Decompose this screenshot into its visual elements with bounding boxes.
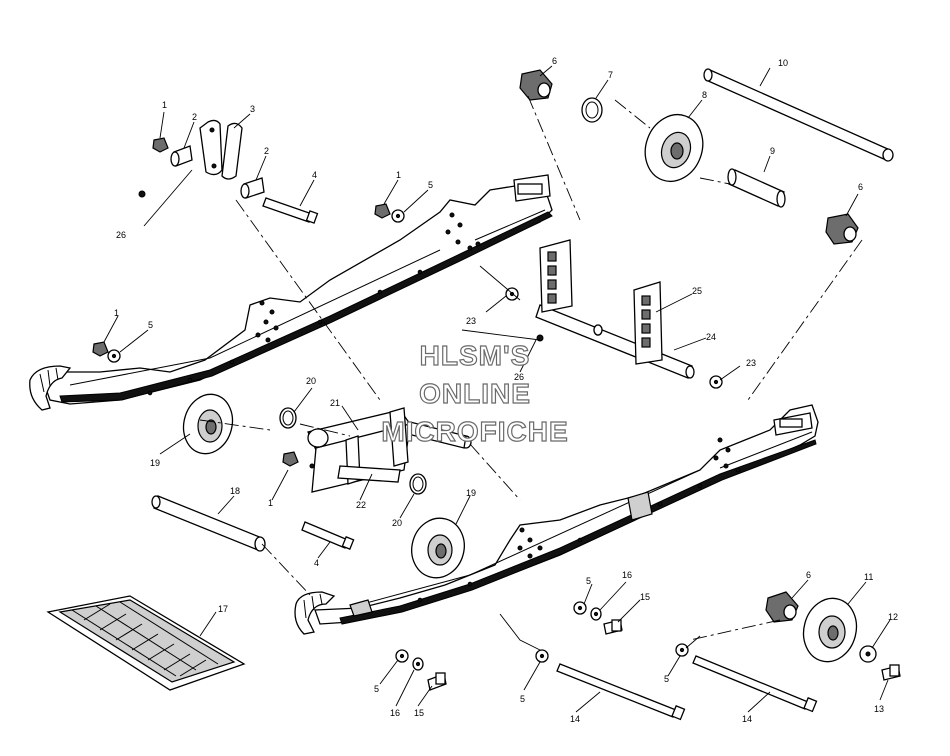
spacer-9: [727, 168, 786, 208]
callout-1c: 1: [114, 308, 119, 318]
callout-5c: 5: [586, 576, 591, 586]
callout-21: 21: [330, 398, 340, 408]
washers: [107, 97, 877, 671]
callout-9: 9: [770, 146, 775, 156]
callout-15b: 15: [414, 708, 424, 718]
callout-25: 25: [692, 286, 702, 296]
bushing-2-lower: [240, 177, 265, 199]
callout-5f: 5: [664, 674, 669, 684]
callout-19a: 19: [150, 458, 160, 468]
callout-6c: 6: [806, 570, 811, 580]
leader-lines: [103, 65, 891, 713]
callout-2a: 2: [192, 112, 197, 122]
center-arm-21-22: [307, 407, 472, 493]
left-rail: [29, 174, 553, 411]
callout-20b: 20: [392, 518, 402, 528]
callout-24: 24: [706, 332, 716, 342]
track-17: [46, 595, 246, 691]
callout-19b: 19: [466, 488, 476, 498]
small-nuts: [92, 137, 544, 467]
bolt-14-left: [556, 663, 686, 721]
callout-26b: 26: [514, 372, 524, 382]
callout-1d: 1: [268, 498, 273, 508]
callout-5a: 5: [428, 180, 433, 190]
callout-17: 17: [218, 604, 228, 614]
callout-12: 12: [888, 612, 898, 622]
callout-6b: 6: [858, 182, 863, 192]
callout-18: 18: [230, 486, 240, 496]
callout-1a: 1: [162, 100, 167, 110]
cross-shaft-24: [535, 239, 695, 379]
callout-20a: 20: [306, 376, 316, 386]
callout-6a: 6: [552, 56, 557, 66]
callout-5b: 5: [148, 320, 153, 330]
callout-13: 13: [874, 704, 884, 714]
bolts-13-15: [427, 619, 901, 691]
nut-6-right: [825, 213, 859, 245]
wheel-19-lower: [411, 517, 465, 579]
callout-4b: 4: [314, 558, 319, 568]
callout-2b: 2: [264, 146, 269, 156]
callout-10: 10: [778, 58, 788, 68]
callout-11: 11: [864, 572, 873, 582]
watermark-line-1: HLSM'S: [419, 339, 531, 371]
wheel-8: [644, 113, 704, 183]
wheel-11: [802, 597, 858, 663]
callout-26a: 26: [116, 230, 126, 240]
wheel-19-upper: [182, 393, 234, 455]
watermark-line-3: MICROFICHE: [381, 415, 569, 447]
shaft-18: [151, 495, 266, 552]
callout-3: 3: [250, 104, 255, 114]
nut-6-lower: [765, 591, 799, 623]
callout-8: 8: [702, 90, 707, 100]
callout-14a: 14: [570, 714, 580, 724]
bolt-14-right: [692, 655, 818, 713]
bushing-2-upper: [170, 145, 193, 167]
shaft-10: [703, 68, 894, 162]
assembly-lines: [199, 95, 863, 641]
callout-5e: 5: [520, 694, 525, 704]
callout-1b: 1: [396, 170, 401, 180]
callout-15a: 15: [640, 592, 650, 602]
nut-6-top: [519, 69, 553, 101]
callout-23a: 23: [466, 316, 476, 326]
watermark-line-2: ONLINE: [419, 377, 531, 409]
callout-4a: 4: [312, 170, 317, 180]
callout-16b: 16: [390, 708, 400, 718]
callout-5d: 5: [374, 684, 379, 694]
link-3: [199, 119, 243, 180]
callout-labels: 1 1 1 1 2 2 3 4 4 5 5 5 5 5 5 6 6 6 7 8 …: [114, 56, 898, 724]
bolt-4-upper: [262, 197, 319, 224]
right-rail: [294, 404, 819, 635]
callout-16a: 16: [622, 570, 632, 580]
callout-23b: 23: [746, 358, 756, 368]
bolt-4-lower: [301, 521, 355, 550]
callout-22: 22: [356, 500, 366, 510]
callout-14b: 14: [742, 714, 752, 724]
callout-7: 7: [608, 70, 613, 80]
